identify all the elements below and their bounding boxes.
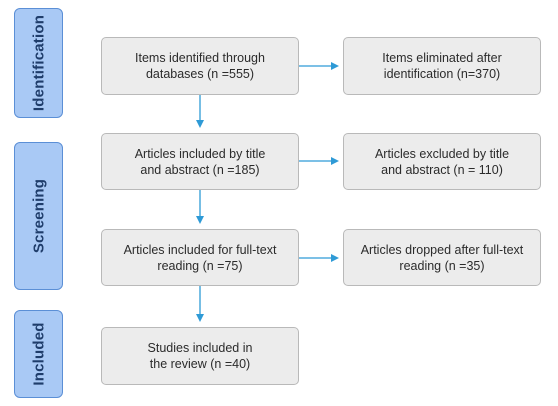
box-title-abstract-included: Articles included by title and abstract … [101, 133, 299, 190]
box-items-identified: Items identified through databases (n =5… [101, 37, 299, 95]
box-fulltext-included-line2: reading (n =75) [157, 258, 243, 273]
box-studies-included-line1: Studies included in [147, 341, 253, 355]
box-studies-included: Studies included in the review (n =40) [101, 327, 299, 385]
box-fulltext-dropped: Articles dropped after full-text reading… [343, 229, 541, 286]
box-items-eliminated-line1: Items eliminated after [382, 51, 502, 65]
box-fulltext-dropped-line1: Articles dropped after full-text [360, 242, 524, 257]
box-fulltext-included: Articles included for full-text reading … [101, 229, 299, 286]
phase-identification: Identification [14, 8, 63, 118]
box-items-eliminated: Items eliminated after identification (n… [343, 37, 541, 95]
box-title-abstract-included-line2: and abstract (n =185) [140, 162, 260, 177]
box-fulltext-included-line1: Articles included for full-text [123, 242, 277, 257]
box-title-abstract-excluded-line1: Articles excluded by title [374, 146, 510, 161]
box-title-abstract-excluded: Articles excluded by title and abstract … [343, 133, 541, 190]
box-title-abstract-included-line1: Articles included by title [134, 146, 266, 161]
box-items-identified-line1: Items identified through [135, 51, 265, 65]
box-items-eliminated-line2: identification (n=370) [383, 67, 501, 81]
box-fulltext-dropped-line2: reading (n =35) [399, 258, 485, 273]
box-studies-included-line2: the review (n =40) [149, 357, 251, 371]
box-title-abstract-excluded-line2: and abstract (n = 110) [381, 162, 503, 177]
phase-included: Included [14, 310, 63, 398]
phase-screening: Screening [14, 142, 63, 290]
box-items-identified-line2: databases (n =555) [145, 67, 255, 81]
